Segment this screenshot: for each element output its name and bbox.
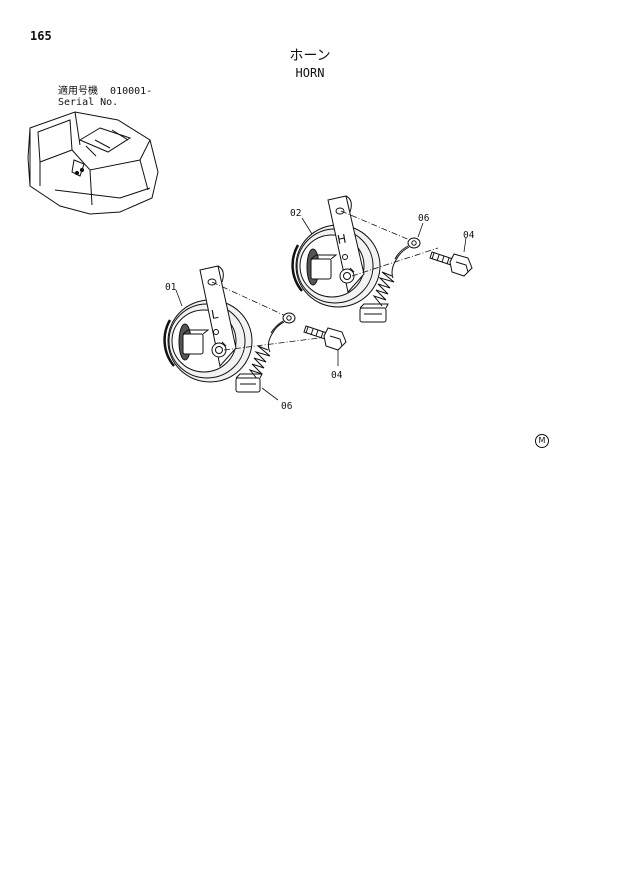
horn-low-terminal-icon	[213, 329, 219, 335]
page-title-japanese: ホーン	[289, 48, 331, 64]
horn-high-mark: H	[336, 232, 347, 247]
page-title: HORN	[295, 66, 325, 80]
serial-value: 010001-	[110, 86, 153, 97]
callout-leaders	[175, 217, 467, 401]
callout-wire-high: 06	[418, 213, 430, 224]
wire-harness-low	[235, 312, 296, 393]
horn-low-tone	[163, 265, 253, 383]
callout-horn-high: 02	[290, 208, 301, 219]
page-number: 165	[30, 29, 52, 43]
m-marker: M	[535, 434, 549, 448]
horn-high-tone	[291, 195, 381, 308]
horn-high-terminal-icon	[342, 254, 348, 260]
callout-bolt-low: 04	[331, 370, 343, 381]
wire-harness-high	[359, 237, 421, 323]
serial-label: Serial No.	[58, 97, 119, 108]
excavator-thumbnail	[27, 111, 159, 215]
serial-label-japanese: 適用号機	[58, 86, 98, 97]
callout-wire-low: 06	[281, 401, 293, 412]
callout-horn-low: 01	[165, 282, 177, 293]
bolt-high	[429, 251, 473, 277]
bolt-low	[303, 325, 347, 351]
horn-low-mark: L	[210, 307, 219, 322]
serial-number-block: 適用号機 010001-	[58, 86, 152, 97]
callout-bolt-high: 04	[463, 230, 475, 241]
